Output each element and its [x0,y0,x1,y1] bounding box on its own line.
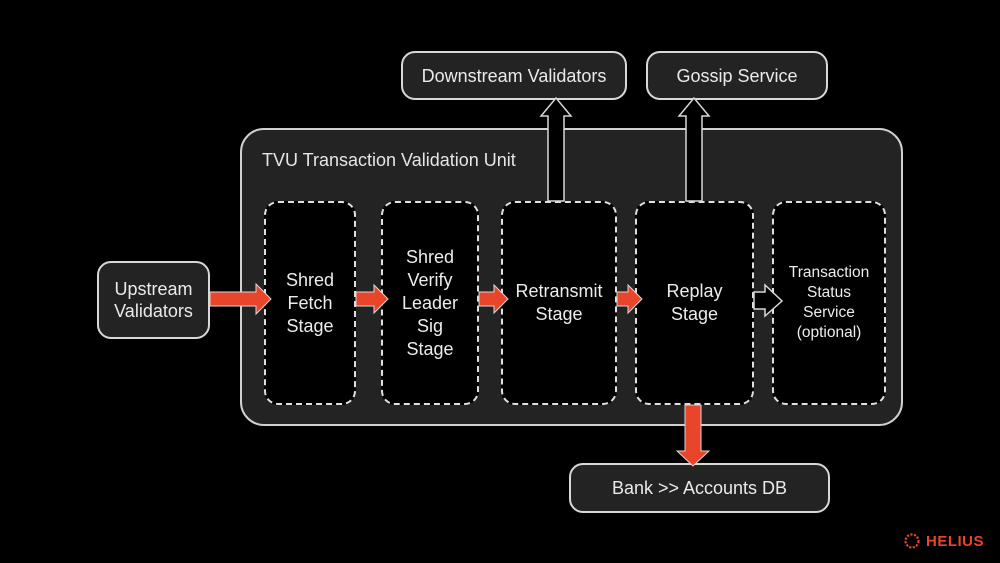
stage-transaction-status: Transaction Status Service (optional) [772,201,886,405]
gossip-service-label: Gossip Service [676,65,798,86]
arrow-replay-to-gossip [677,96,711,202]
upstream-validators-label: Upstream Validators [114,279,193,321]
stage-label: Retransmit Stage [515,281,603,324]
downstream-validators-label: Downstream Validators [421,65,607,86]
arrow-upstream-to-shred-fetch [209,282,272,316]
helius-sun-icon [904,533,920,549]
arrow-verify-to-retransmit [478,283,509,315]
stage-label: Shred Fetch Stage [285,269,335,336]
bank-accounts-db-label: Bank >> Accounts DB [611,478,788,498]
stage-shred-verify: Shred Verify Leader Sig Stage [381,201,479,405]
helius-logo: HELIUS [903,532,984,550]
stage-label: Replay Stage [666,281,723,324]
stage-label: Shred Verify Leader Sig Stage [401,246,459,359]
stage-shred-fetch: Shred Fetch Stage [264,201,356,405]
arrow-replay-to-transaction-status [753,283,784,318]
bank-accounts-db-node: Bank >> Accounts DB [569,463,830,513]
upstream-validators-node: Upstream Validators [97,261,210,339]
arrow-retransmit-to-downstream [539,96,573,202]
downstream-validators-node: Downstream Validators [401,51,627,100]
gossip-service-node: Gossip Service [646,51,828,100]
arrow-retransmit-to-replay [616,283,643,315]
stage-replay: Replay Stage [635,201,754,405]
tvu-title: TVU Transaction Validation Unit [262,150,516,170]
helius-wordmark: HELIUS [926,532,985,550]
stage-retransmit: Retransmit Stage [501,201,617,405]
arrow-fetch-to-verify [355,283,389,315]
stage-label: Transaction Status Service (optional) [788,264,870,341]
arrow-replay-to-bank [675,404,711,467]
